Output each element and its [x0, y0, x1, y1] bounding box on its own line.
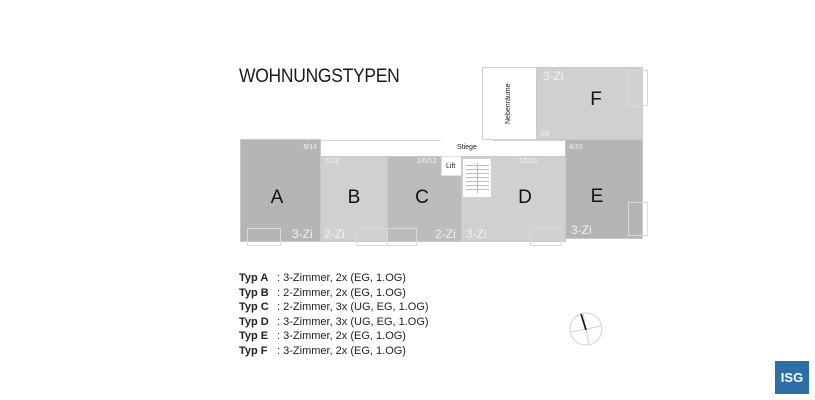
unit-a-rooms: 3-Zi	[292, 227, 313, 241]
isg-logo: ISG	[775, 361, 809, 394]
unit-f-letter: F	[590, 89, 602, 110]
window	[247, 228, 281, 246]
window	[628, 70, 648, 106]
stiege-label: Stiege	[457, 144, 477, 151]
unit-d-rooms: 3-Zi	[466, 227, 487, 241]
legend-item: Typ A: 3-Zimmer, 2x (EG, 1.OG)	[239, 272, 406, 284]
unit-f-rooms: 3-Zi	[543, 69, 564, 83]
lift: Lift	[441, 156, 462, 176]
unit-b-numbers: 7/13	[325, 158, 339, 165]
legend: Typ A: 3-Zimmer, 2x (EG, 1.OG) Typ B: 2-…	[239, 271, 429, 359]
unit-b-letter: B	[347, 187, 361, 208]
legend-item: Typ E: 3-Zimmer, 2x (EG, 1.OG)	[239, 330, 406, 343]
window	[628, 202, 648, 236]
storage-rooms: Nebenräume	[482, 67, 537, 140]
unit-a[interactable]: 8/14 A 3-Zi	[240, 139, 321, 242]
unit-c-letter: C	[415, 187, 429, 208]
window	[387, 228, 417, 246]
north-arrow-icon	[569, 312, 603, 346]
unit-e-letter: E	[590, 186, 604, 207]
unit-a-numbers: 8/14	[303, 144, 317, 151]
unit-f-numbers: 3/9	[540, 131, 550, 138]
page-title: WOHNUNGSTYPEN	[239, 66, 400, 87]
unit-c-rooms: 2-Zi	[435, 227, 456, 241]
staircase	[462, 158, 492, 198]
nebenraeume-label: Nebenräume	[505, 83, 512, 124]
legend-item: Typ C: 2-Zimmer, 3x (UG, EG, 1.OG)	[239, 301, 429, 314]
unit-d-numbers: 1/5/11	[519, 158, 538, 165]
unit-e-numbers: 4/10	[569, 144, 583, 151]
legend-item: Typ F: 3-Zimmer, 2x (EG, 1.OG)	[239, 344, 406, 357]
window	[356, 228, 388, 246]
stair-hall: Stiege	[441, 140, 493, 157]
unit-b[interactable]: 7/13 B 2-Zi	[320, 156, 388, 242]
legend-item: Typ D: 3-Zimmer, 3x (UG, EG, 1.OG)	[239, 315, 429, 328]
unit-c-numbers: 2/6/12	[417, 158, 437, 165]
unit-f[interactable]: 3-Zi F 3/9	[536, 67, 643, 140]
window	[530, 228, 562, 246]
unit-e[interactable]: 4/10 E 3-Zi	[565, 139, 643, 239]
lift-label: Lift	[446, 163, 456, 170]
unit-a-letter: A	[270, 187, 284, 208]
unit-d-letter: D	[518, 187, 532, 208]
legend-item: Typ B: 2-Zimmer, 2x (EG, 1.OG)	[239, 286, 406, 299]
unit-e-rooms: 3-Zi	[571, 223, 592, 237]
unit-b-rooms: 2-Zi	[324, 227, 345, 241]
